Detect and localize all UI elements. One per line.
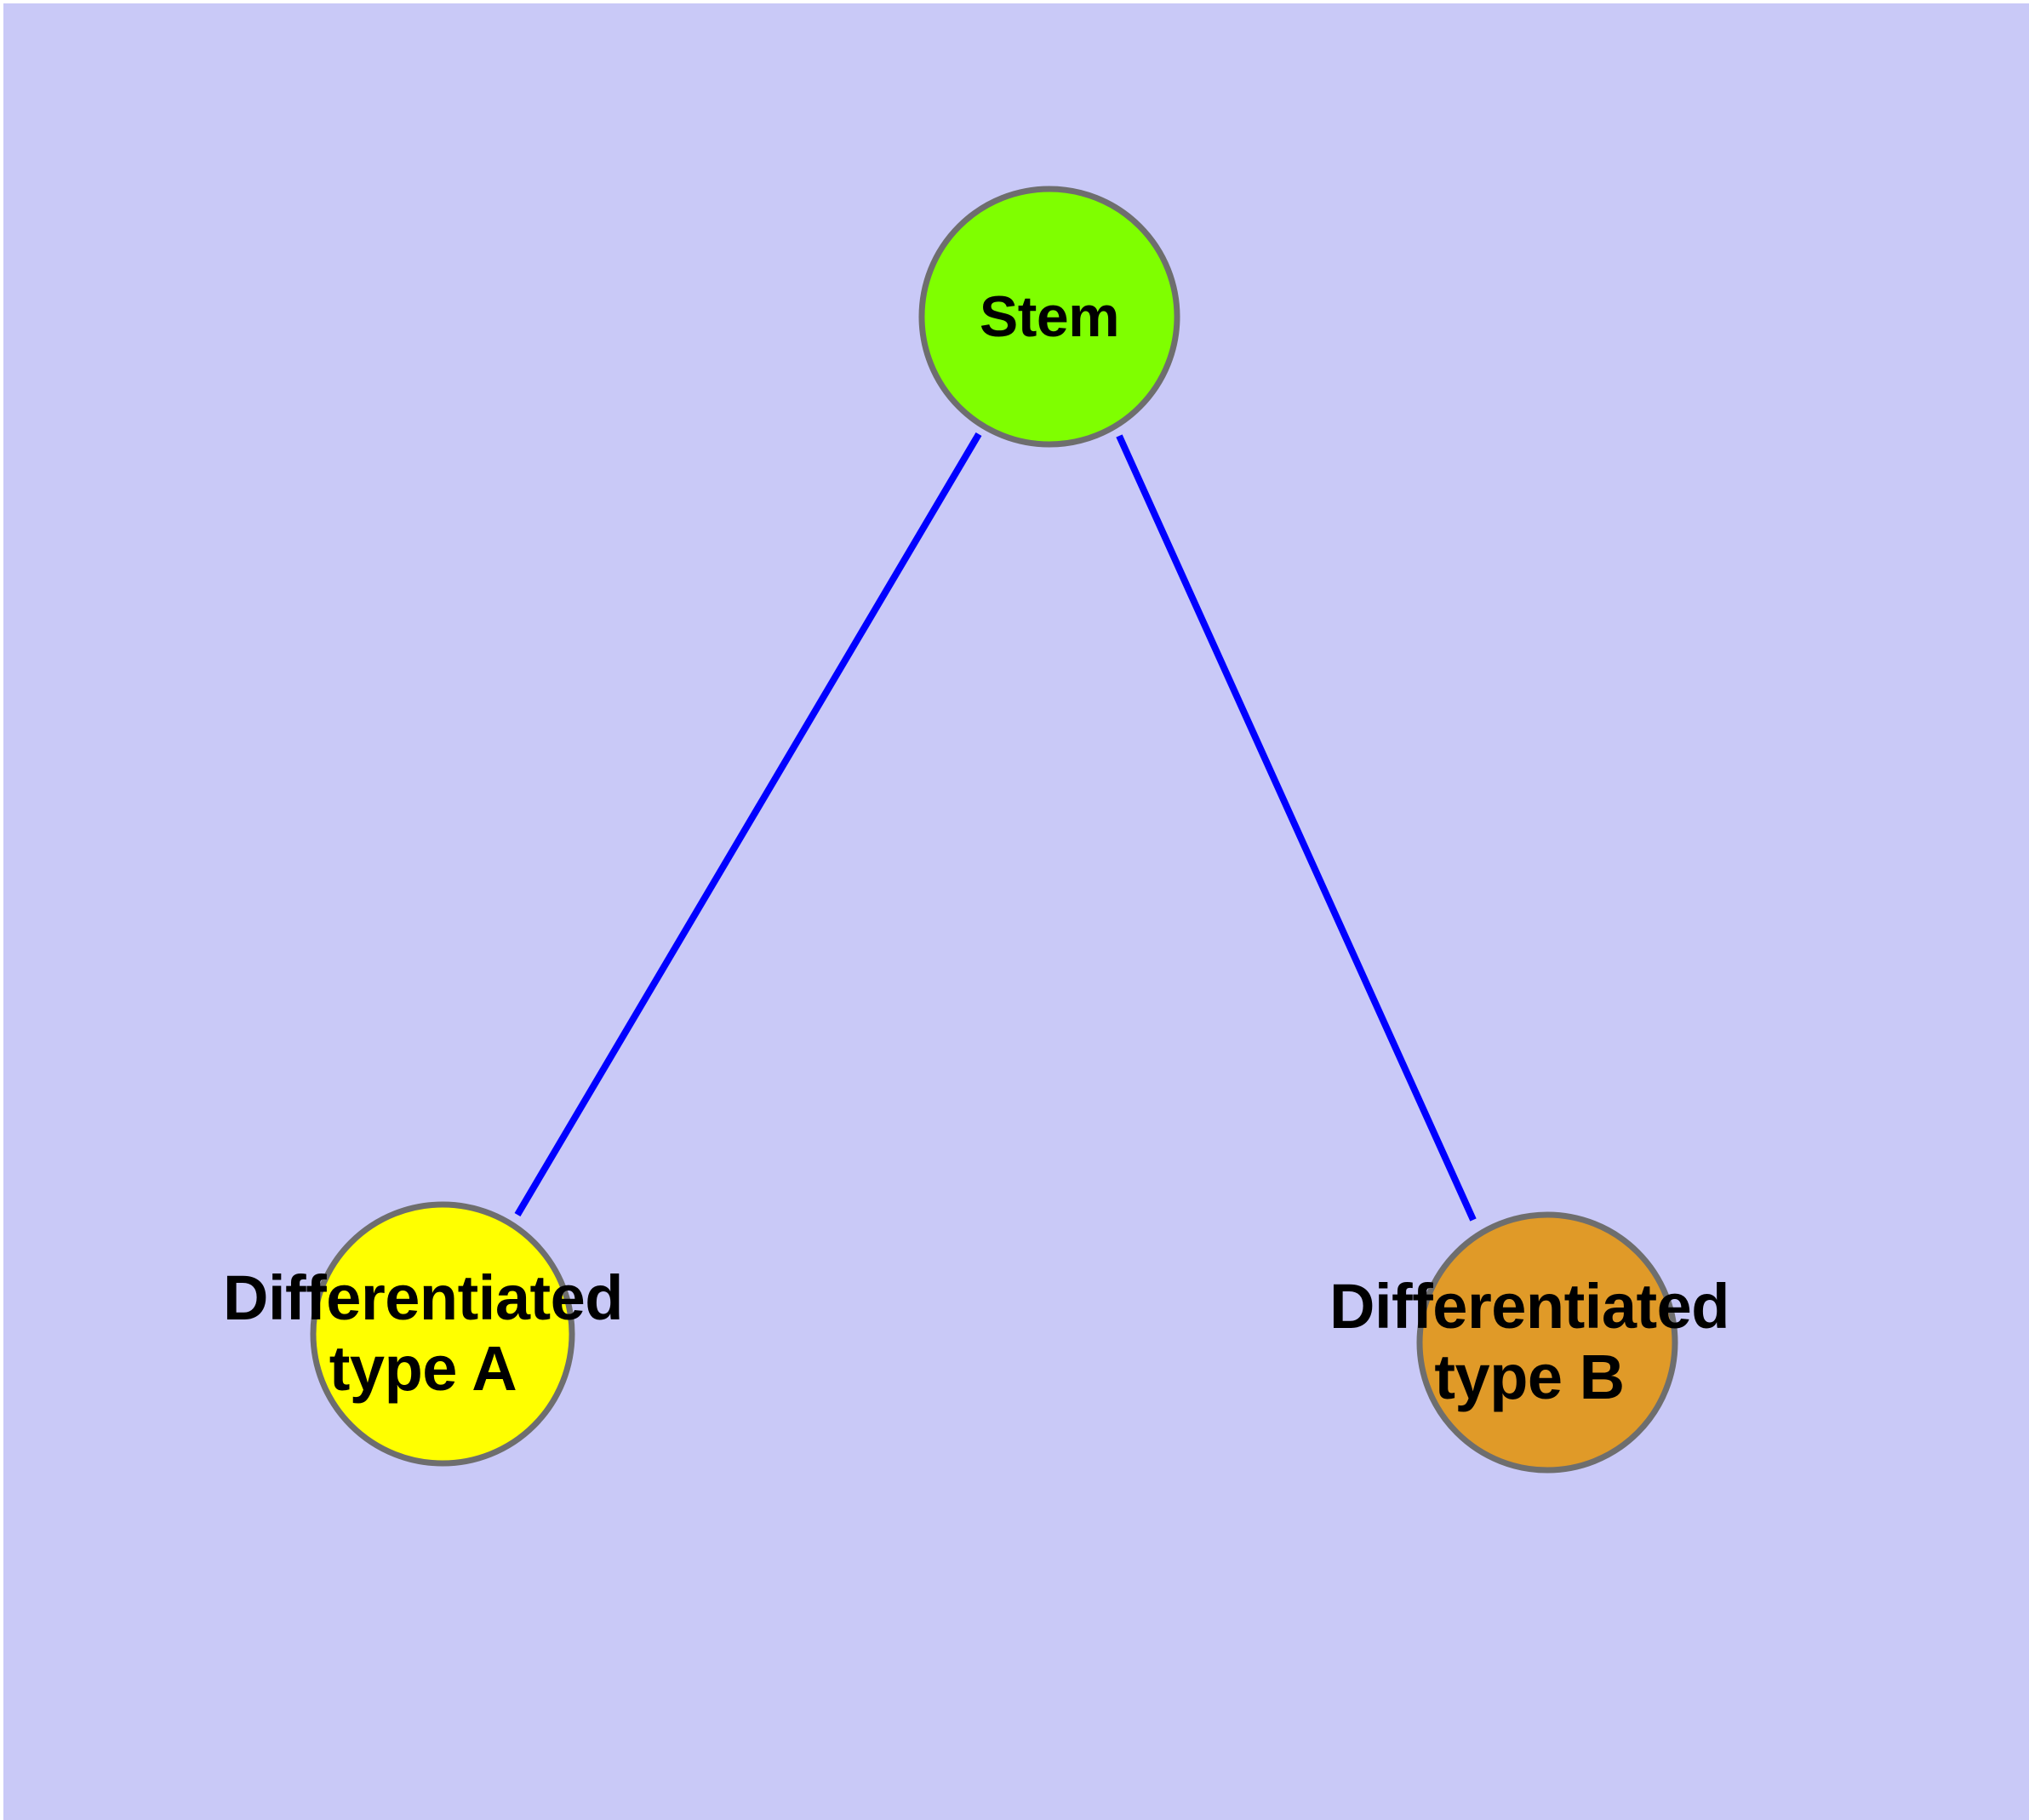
edge-stem-to-type-a	[514, 432, 982, 1217]
edge-stem-to-type-b	[1116, 434, 1477, 1222]
node-layer	[310, 186, 1678, 1474]
node-differentiated-type-b[interactable]	[1416, 1211, 1678, 1474]
node-differentiated-type-a[interactable]	[310, 1201, 575, 1467]
edge-layer	[514, 432, 1477, 1222]
node-stem[interactable]	[918, 186, 1180, 448]
